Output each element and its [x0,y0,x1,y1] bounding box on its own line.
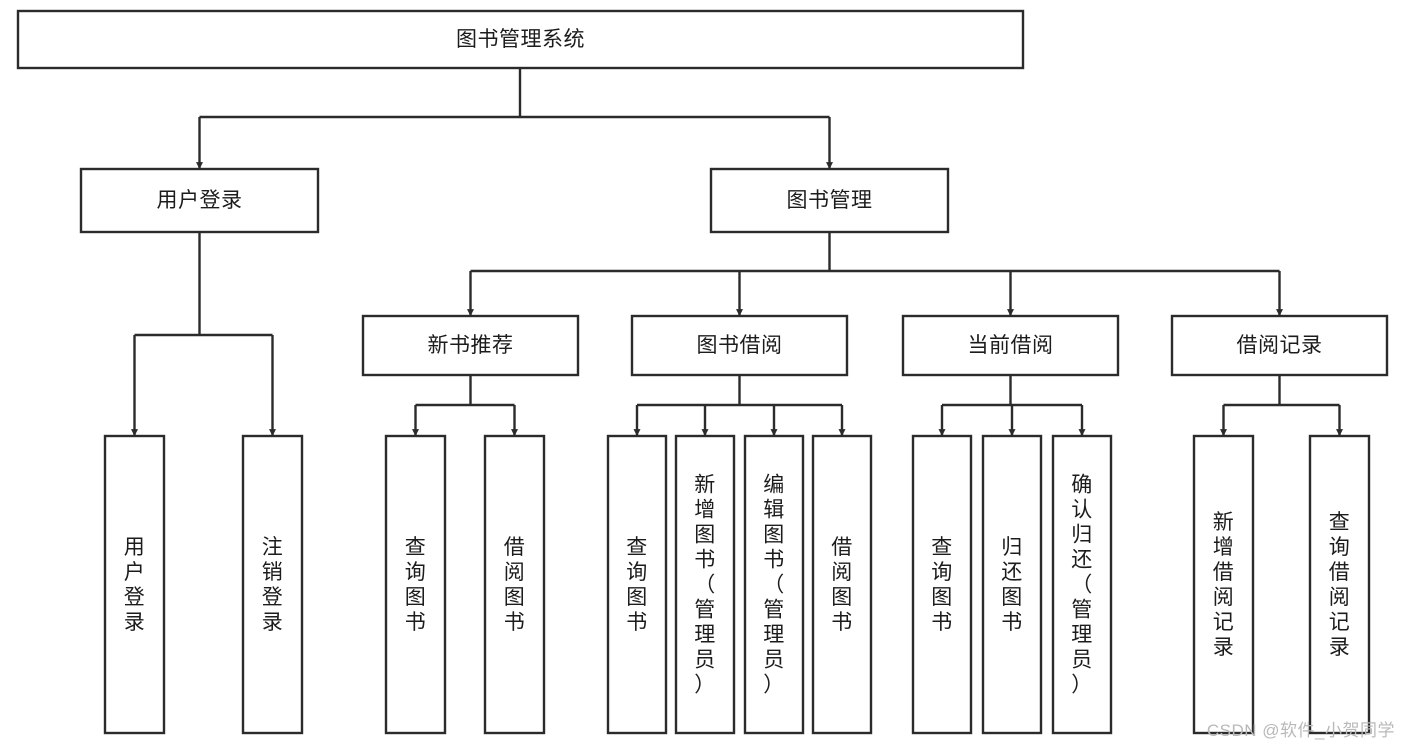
node-recommend-query-book[interactable]: 查询图书 [384,434,447,735]
node-borrow-borrow-book[interactable]: 借阅图书 [811,434,873,735]
node-box-record-add [1192,434,1255,735]
node-current-query-book[interactable]: 查询图书 [911,434,973,735]
node-root[interactable]: 图书管理系统 [16,9,1025,70]
node-record-query[interactable]: 查询借阅记录 [1308,434,1371,735]
node-label-user-login-do: 用户登录 [124,536,146,634]
edges-layer [131,68,1343,437]
node-box-user-login [79,167,320,234]
node-box-user-login-do [103,434,166,735]
node-box-current-return-book [981,434,1043,735]
node-user-login[interactable]: 用户登录 [79,167,320,234]
node-label-record-query: 查询借阅记录 [1329,511,1351,659]
node-label-borrow-add-book: 新增图书（管理员） [694,474,716,697]
node-label-user-login: 用户登录 [157,189,243,212]
node-label-recommend-borrow-book: 借阅图书 [504,536,526,634]
node-new-book-recommend[interactable]: 新书推荐 [361,314,580,377]
node-label-current-confirm-return: 确认归还（管理员） [1071,474,1093,697]
csdn-watermark: CSDN @软件_小贺同学 [1206,721,1395,740]
node-current-borrow[interactable]: 当前借阅 [901,314,1120,377]
node-box-current-borrow [901,314,1120,377]
node-box-root [16,9,1025,70]
node-label-user-logout: 注销登录 [262,536,284,634]
node-borrow-query-book[interactable]: 查询图书 [606,434,668,735]
node-label-borrow-edit-book: 编辑图书（管理员） [763,474,785,697]
node-box-book-borrow [630,314,849,377]
node-current-confirm-return[interactable]: 确认归还（管理员） [1051,434,1113,735]
node-label-record-add: 新增借阅记录 [1213,511,1235,659]
node-box-book-manage [709,167,950,234]
node-box-current-query-book [911,434,973,735]
node-recommend-borrow-book[interactable]: 借阅图书 [483,434,546,735]
node-label-borrow-query-book: 查询图书 [626,536,648,634]
node-label-borrow-record: 借阅记录 [1237,334,1323,357]
node-borrow-add-book[interactable]: 新增图书（管理员） [674,434,736,735]
node-box-borrow-query-book [606,434,668,735]
node-box-borrow-edit-book [743,434,805,735]
node-box-user-logout [241,434,304,735]
nodes-layer: 图书管理系统用户登录用户登录注销登录图书管理新书推荐查询图书借阅图书图书借阅查询… [16,9,1389,735]
node-user-logout[interactable]: 注销登录 [241,434,304,735]
node-box-record-query [1308,434,1371,735]
node-book-borrow[interactable]: 图书借阅 [630,314,849,377]
node-borrow-edit-book[interactable]: 编辑图书（管理员） [743,434,805,735]
node-label-current-return-book: 归还图书 [1001,536,1023,634]
node-box-current-confirm-return [1051,434,1113,735]
node-box-recommend-query-book [384,434,447,735]
node-label-current-query-book: 查询图书 [931,536,953,634]
node-label-recommend-query-book: 查询图书 [405,536,427,634]
node-box-borrow-add-book [674,434,736,735]
node-user-login-do[interactable]: 用户登录 [103,434,166,735]
node-label-current-borrow: 当前借阅 [968,334,1054,357]
node-book-manage[interactable]: 图书管理 [709,167,950,234]
node-label-new-book-recommend: 新书推荐 [428,334,514,357]
node-record-add[interactable]: 新增借阅记录 [1192,434,1255,735]
node-current-return-book[interactable]: 归还图书 [981,434,1043,735]
node-box-borrow-borrow-book [811,434,873,735]
node-box-new-book-recommend [361,314,580,377]
node-box-recommend-borrow-book [483,434,546,735]
node-borrow-record[interactable]: 借阅记录 [1170,314,1389,377]
node-box-borrow-record [1170,314,1389,377]
node-label-book-borrow: 图书借阅 [697,334,783,357]
node-label-book-manage: 图书管理 [787,189,873,212]
node-label-root: 图书管理系统 [456,28,585,51]
node-label-borrow-borrow-book: 借阅图书 [831,536,853,634]
